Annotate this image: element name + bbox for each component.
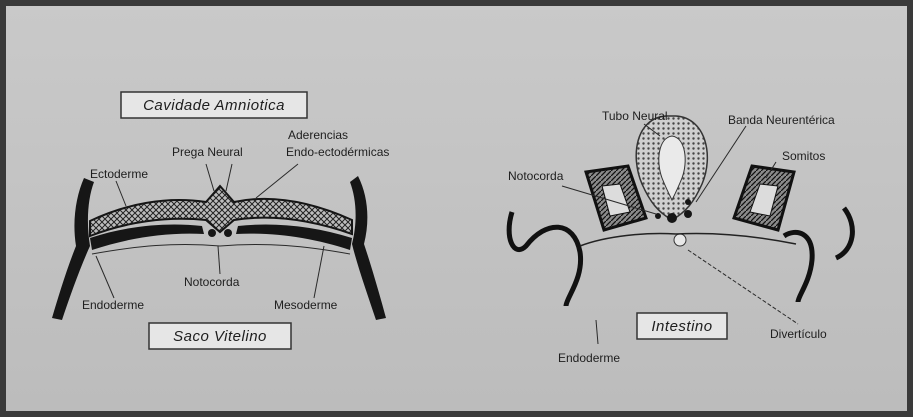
notochord-dot-1 — [208, 229, 216, 237]
endoderm-line — [92, 244, 350, 254]
label-notocorda-right: Notocorda — [508, 169, 564, 183]
intestino-label: Intestino — [651, 318, 712, 335]
label-somitos: Somitos — [782, 149, 825, 163]
label-mesoderme: Mesoderme — [274, 298, 338, 312]
lead-aderencias — [256, 164, 298, 198]
lead-notocorda — [218, 246, 220, 274]
yolk-sac-title: Saco Vitelino — [173, 328, 267, 345]
label-diverticulo: Divertículo — [770, 327, 827, 341]
diverticulum-shape — [674, 234, 686, 246]
neurenteric-dot-1 — [684, 210, 692, 218]
notochord-dot-2 — [224, 229, 232, 237]
amniotic-cavity-title: Cavidade Amniotica — [143, 97, 285, 114]
label-endoderme-right: Endoderme — [558, 351, 620, 365]
lead-endoderme — [96, 256, 114, 298]
label-banda-neurenterica: Banda Neurentérica — [728, 113, 835, 127]
label-endo-ectodermicas: Endo-ectodérmicas — [286, 145, 389, 159]
label-ectoderme: Ectoderme — [90, 167, 148, 181]
lead-mesoderme — [314, 246, 324, 298]
right-diagram: Intestino Tubo Neural Banda Neurentérica… — [508, 109, 852, 365]
gut-wall-right-outer — [836, 208, 852, 258]
gut-roof-line — [580, 233, 796, 246]
label-endoderme-left: Endoderme — [82, 298, 144, 312]
notochord-dot-right — [667, 213, 677, 223]
label-tubo-neural: Tubo Neural — [602, 109, 668, 123]
diagram-canvas: Cavidade Amniotica Saco Vitelino Ectoder… — [6, 6, 907, 411]
lead-ectoderme — [116, 181, 126, 206]
gut-wall-left-outer — [509, 212, 580, 306]
label-aderencias: Aderencias — [288, 128, 348, 142]
left-diagram: Cavidade Amniotica Saco Vitelino Ectoder… — [52, 92, 389, 349]
label-prega-neural: Prega Neural — [172, 145, 243, 159]
right-wall-shape — [350, 176, 386, 320]
lead-endoderme-right — [596, 320, 598, 344]
label-notocorda-left: Notocorda — [184, 275, 240, 289]
neurenteric-dot-2 — [685, 199, 691, 205]
